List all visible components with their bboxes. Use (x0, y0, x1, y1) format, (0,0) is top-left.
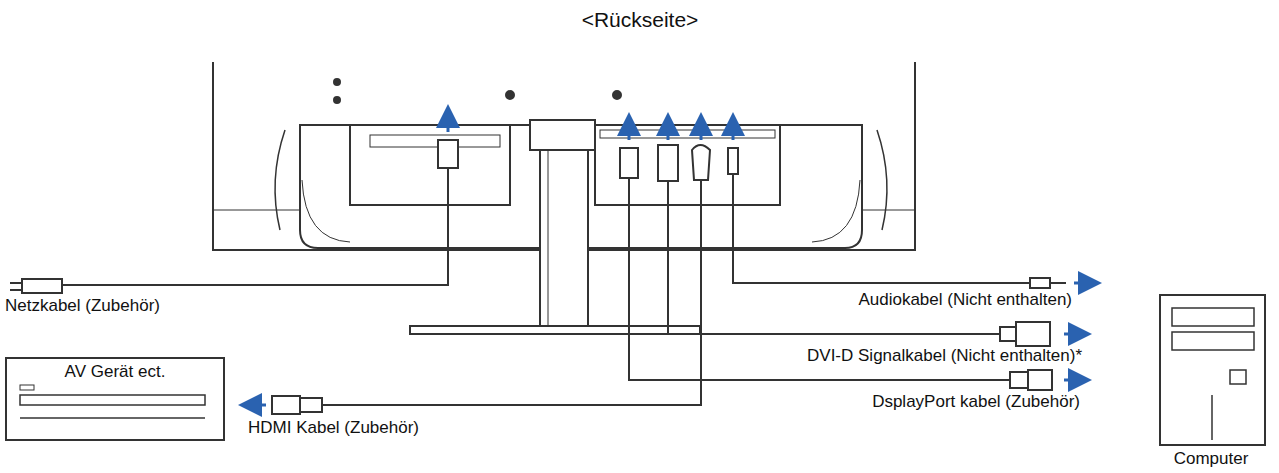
node-text: AV Gerät ect. (65, 362, 166, 382)
computer-tower: Computer (1148, 292, 1278, 471)
heading: <Rückseite> (582, 8, 699, 32)
node-text: Computer (1174, 449, 1249, 469)
cable-label: DsplayPort kabel (Zubehör) (872, 392, 1080, 412)
av-device-box: AV Gerät ect. (5, 357, 225, 441)
cable-label: Audiokabel (Nicht enthalten) (858, 290, 1072, 310)
cable-label: HDMI Kabel (Zubehör) (248, 418, 419, 438)
cable-label: DVI-D Signalkabel (Nicht enthalten)* (807, 346, 1082, 366)
cable-label: Netzkabel (Zubehör) (5, 296, 160, 316)
